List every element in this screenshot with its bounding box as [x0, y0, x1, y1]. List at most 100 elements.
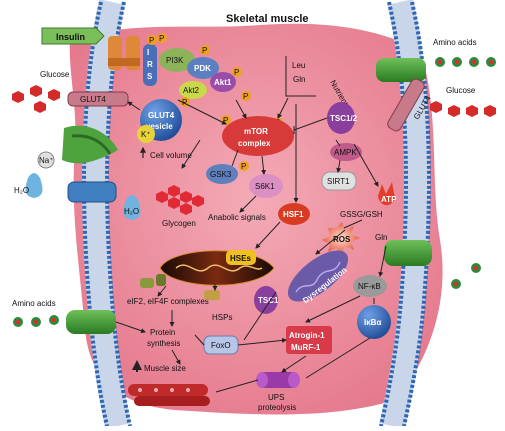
ups-label-1: UPS [268, 393, 284, 402]
eif-label: eIF2, eIF4F complexes [127, 297, 209, 306]
gln-top-label: Gln [293, 75, 305, 84]
gsk3: GSK3 [206, 164, 238, 184]
hses-dna: HSEs [159, 250, 275, 286]
insulin-receptor [108, 36, 140, 70]
akt1: Akt1 [210, 72, 236, 92]
eif-complex-icon [140, 274, 166, 288]
svg-text:S6K1: S6K1 [255, 182, 275, 191]
svg-text:vesicle: vesicle [146, 122, 173, 131]
svg-text:MuRF-1: MuRF-1 [291, 343, 321, 352]
cell-volume-label: Cell volume [150, 151, 192, 160]
svg-text:P: P [149, 36, 154, 45]
svg-text:AMPK: AMPK [334, 148, 357, 157]
insulin-label: Insulin [56, 32, 85, 42]
gssg-gsh-label: GSSG/GSH [340, 210, 383, 219]
svg-text:Na⁺: Na⁺ [39, 156, 53, 165]
svg-text:P: P [182, 98, 187, 107]
svg-text:S: S [147, 72, 153, 81]
gln-mid-label: Gln [375, 233, 387, 242]
atrogin-murf: Atrogin-1 MuRF-1 [286, 326, 332, 354]
amino-acid-transporter-right [384, 240, 432, 266]
svg-text:IκBα: IκBα [364, 318, 381, 327]
glucose-molecules-right [430, 101, 496, 117]
svg-text:complex: complex [238, 139, 271, 148]
amino-acid-dots-left [13, 315, 59, 327]
glycogen-label: Glycogen [162, 219, 196, 228]
phosphorylation-markers: P P P P P P P P P [147, 33, 283, 171]
svg-text:mTOR: mTOR [244, 127, 268, 136]
svg-text:GLUT4: GLUT4 [148, 111, 175, 120]
ups-proteasome [256, 372, 300, 388]
svg-text:P: P [241, 162, 246, 171]
tsc12: TSC1/2 [327, 102, 358, 134]
glucose-molecules-left [12, 85, 60, 113]
svg-text:PDK: PDK [194, 64, 211, 73]
glucose-right-label: Glucose [446, 86, 476, 95]
svg-text:H₂O: H₂O [124, 207, 139, 216]
amino-acid-transporter-left [66, 310, 116, 334]
svg-text:R: R [147, 60, 153, 69]
pdk: PDK [187, 57, 219, 79]
glut4-left: GLUT4 [67, 91, 129, 107]
hsf1: HSF1 [278, 203, 310, 225]
s6k1: S6K1 [249, 174, 283, 198]
na-ion: Na⁺ [37, 151, 55, 169]
title: Skeletal muscle [226, 13, 309, 25]
svg-text:Akt1: Akt1 [214, 78, 232, 87]
protein-synthesis-label-1: Protein [150, 328, 175, 337]
svg-text:P: P [234, 68, 239, 77]
svg-text:Akt2: Akt2 [183, 86, 200, 95]
svg-text:FoxO: FoxO [211, 341, 231, 350]
svg-text:HSEs: HSEs [230, 254, 251, 263]
nfkb: NF-κB [353, 275, 387, 297]
svg-text:TSC1/2: TSC1/2 [330, 114, 358, 123]
ros-burst: ROS [322, 222, 360, 254]
amino-acid-transporter-top [376, 58, 426, 82]
svg-text:H₂O: H₂O [14, 186, 29, 195]
svg-text:P: P [159, 34, 164, 43]
sirt1: SIRT1 [321, 171, 357, 191]
svg-text:PI3K: PI3K [166, 56, 184, 65]
insulin-arrow: Insulin [41, 27, 105, 45]
svg-text:P: P [243, 92, 248, 101]
muscle-size-label: Muscle size [144, 364, 186, 373]
svg-text:Atrogin-1: Atrogin-1 [289, 331, 325, 340]
irs-complex: I R S [143, 44, 157, 86]
mtor-complex: mTOR complex [222, 116, 294, 156]
ups-label-2: proteolysis [258, 403, 296, 412]
amino-acid-dots-top [435, 57, 496, 67]
h2o-inside: H₂O [123, 195, 141, 220]
svg-text:GLUT4: GLUT4 [80, 95, 106, 104]
hsp-icon [204, 290, 220, 300]
h2o-outside: H₂O [14, 173, 43, 198]
glycogen-cluster [156, 185, 204, 215]
left-cell-membrane [82, 0, 132, 429]
svg-text:ROS: ROS [333, 235, 351, 244]
atp: ATP [378, 182, 397, 206]
aquaporin [67, 181, 117, 203]
amino-acids-left-label: Amino acids [12, 299, 56, 308]
akt2: Akt2 [179, 81, 207, 99]
amino-acid-dots-right [451, 263, 481, 289]
svg-text:NF-κB: NF-κB [358, 282, 381, 291]
ikba: IκBα [357, 305, 391, 339]
ampk: AMPK [330, 143, 362, 161]
muscle-fibers [128, 384, 210, 406]
pi3k: PI3K [159, 48, 195, 72]
svg-text:P: P [202, 46, 207, 55]
svg-text:HSF1: HSF1 [283, 210, 304, 219]
tsc1: TSC1 [254, 286, 279, 314]
leu-label: Leu [292, 61, 305, 70]
amino-acids-top-label: Amino acids [433, 38, 477, 47]
pathway-arrows [115, 97, 387, 393]
svg-text:SIRT1: SIRT1 [327, 177, 350, 186]
svg-text:K⁺: K⁺ [141, 130, 151, 139]
svg-text:GSK3: GSK3 [210, 170, 232, 179]
svg-text:I: I [147, 48, 149, 57]
hsps-label: HSPs [212, 313, 232, 322]
protein-synthesis-label-2: synthesis [147, 339, 180, 348]
svg-text:TSC1: TSC1 [258, 296, 279, 305]
svg-text:ATP: ATP [381, 195, 397, 204]
